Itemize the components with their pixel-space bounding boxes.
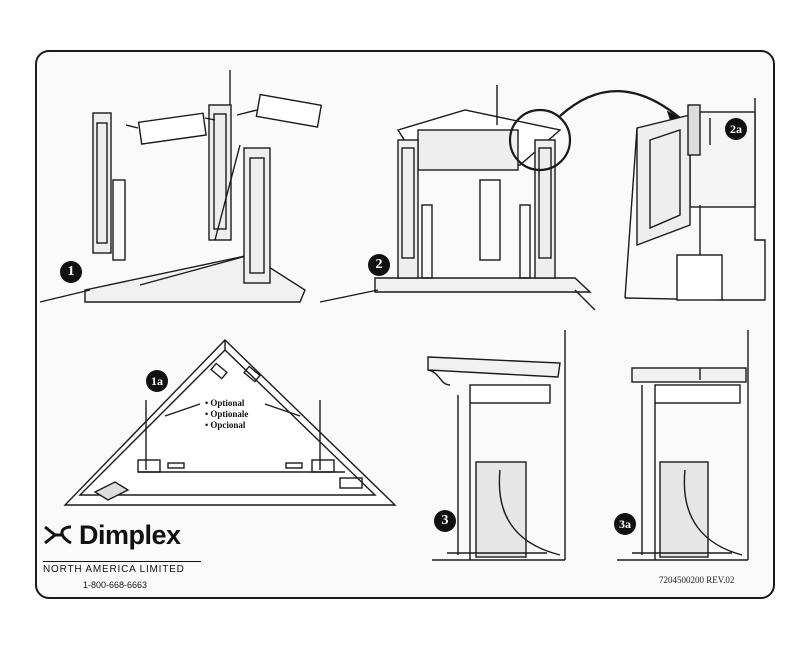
document-code: 7204500200 REV.02: [659, 575, 735, 585]
option-label-en: Optional: [205, 398, 248, 409]
brand-subtitle: NORTH AMERICA LIMITED: [43, 561, 201, 575]
brand-name: Dimplex: [79, 520, 181, 550]
option-label-fr: Optionale: [205, 409, 248, 420]
step-2a-badge: 2a: [725, 118, 747, 140]
dimplex-mark-icon: [44, 525, 72, 545]
step-3a-badge: 3a: [614, 513, 636, 535]
step-3-badge: 3: [434, 510, 456, 532]
step-1a-badge: 1a: [146, 370, 168, 392]
panel-1-exploded-view: [39, 70, 323, 303]
option-label-es: Opcional: [205, 420, 248, 431]
panel-3-side-view: [427, 330, 566, 561]
panel-2-assembled-view: [319, 85, 682, 311]
brand-phone: 1-800-668-6663: [83, 580, 148, 590]
panel-3a-side-view: [617, 330, 749, 561]
optional-labels: Optional Optionale Opcional: [205, 398, 248, 431]
step-1-badge: 1: [60, 261, 82, 283]
step-2-badge: 2: [368, 254, 390, 276]
